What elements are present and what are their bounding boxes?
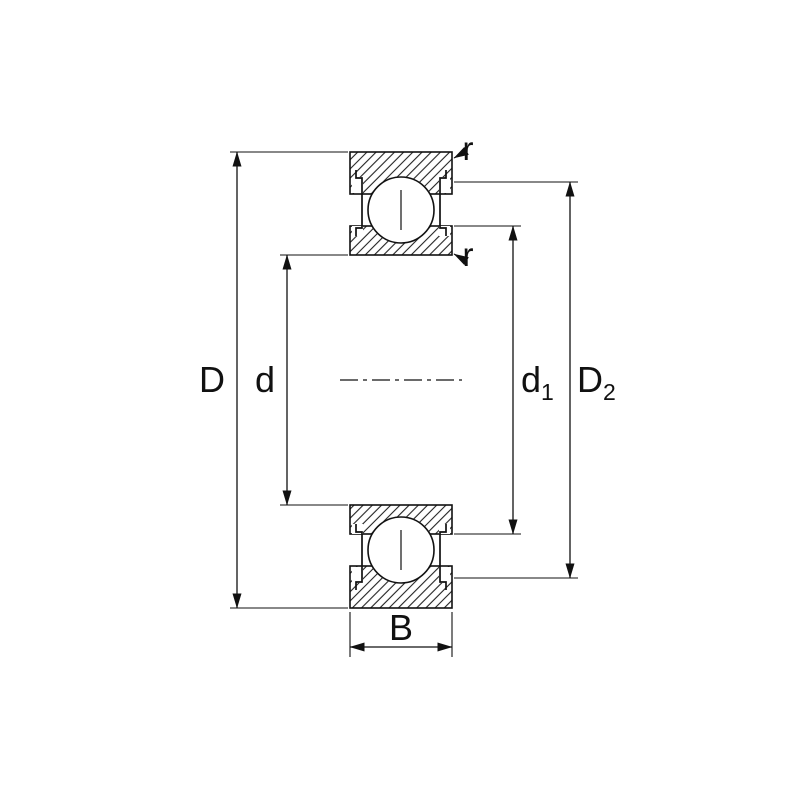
label-radius-r-top: r [463, 130, 474, 167]
label-d1-base: d [521, 359, 541, 400]
bottom-cross-section [349, 504, 453, 609]
label-outer-diameter-D: D [199, 359, 225, 400]
shield-recess-inner-right [439, 226, 450, 236]
leader-line-r-bottom [453, 253, 469, 266]
shield-groove-outer-left [352, 177, 363, 193]
shield-recess-inner-left [352, 226, 363, 236]
shield-groove-outer-right [439, 177, 450, 193]
leader-line-r-top [453, 146, 469, 159]
label-radius-r-bottom: r [463, 236, 474, 273]
shield-recess-inner-right-bottom [439, 524, 450, 534]
shield-recess-inner-left-bottom [352, 524, 363, 534]
label-d1-sub: 1 [541, 379, 554, 405]
shield-left-bottom [355, 524, 363, 590]
dimensions [230, 146, 578, 657]
shield-groove-outer-left-bottom [352, 567, 363, 583]
label-D2-sub: 2 [603, 379, 616, 405]
shield-right-bottom [439, 524, 447, 590]
shield-left-top [355, 170, 363, 236]
label-width-B: B [389, 607, 413, 648]
shield-right-top [439, 170, 447, 236]
label-D2: D2 [577, 359, 616, 405]
dimension-labels: D d d1 D2 B r r [199, 130, 616, 648]
shield-groove-outer-right-bottom [439, 567, 450, 583]
label-d1: d1 [521, 359, 554, 405]
label-bore-d: d [255, 359, 275, 400]
label-D2-base: D [577, 359, 603, 400]
top-cross-section [349, 151, 453, 256]
